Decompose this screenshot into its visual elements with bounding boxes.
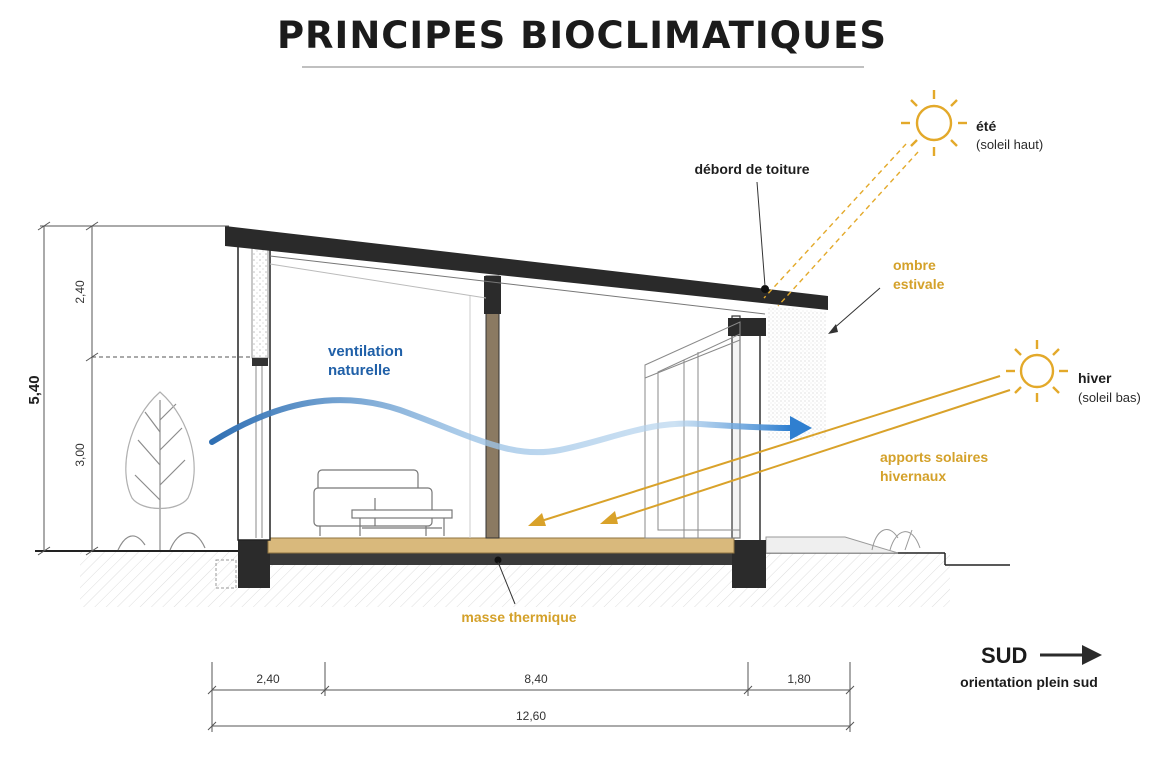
floor-slab [267,537,735,554]
ventilation-label-line2: naturelle [328,362,391,379]
summer-sun-rays [763,143,919,307]
roof-overhang-label: débord de toiture [694,161,809,177]
ventilation-label-line1: ventilation [328,343,403,360]
ventilation-arrow [209,397,793,456]
roof-overhang-marker [761,285,769,293]
thermal-mass-marker [494,556,502,564]
winter-gains-label-line2: hivernaux [880,468,946,484]
dim-vertical-total: 5,40 [26,375,43,404]
dim-horizontal-middle: 8,40 [524,672,548,686]
summer-shade-leader [831,287,881,331]
winter-gains-label-line1: apports solaires [880,449,988,465]
winter-sun-note: (soleil bas) [1078,390,1141,405]
ventilation-arrowhead-icon [790,416,812,440]
dim-vertical-lower: 3,00 [73,443,87,467]
dim-horizontal-left: 2,40 [256,672,280,686]
south-arrow-icon [1040,645,1102,665]
coffee-table-icon [351,509,453,536]
summer-shade-leader-arrow-icon [828,324,838,334]
dim-horizontal-right: 1,80 [787,672,811,686]
summer-shade-label-line1: ombre [893,257,936,273]
summer-sun-icon [901,90,967,156]
summer-shade-zone [768,306,826,440]
summer-sun-note: (soleil haut) [976,137,1043,152]
orientation-caption: orientation plein sud [960,674,1098,690]
winter-ray-arrowhead-icon [528,513,546,526]
roof-overhang-leader [756,181,766,287]
horizontal-dimensions [207,662,855,732]
thermal-mass-label: masse thermique [461,609,576,625]
tree-icon [117,391,206,551]
winter-sun-icon [1006,340,1068,402]
bush-icon [871,529,921,551]
winter-sun-rays [537,375,1011,523]
dim-vertical-upper: 2,40 [73,280,87,304]
diagram-title: PRINCIPES BIOCLIMATIQUES [277,14,887,57]
summer-shade-label-line2: estivale [893,276,945,292]
thermal-mass-leader [497,561,516,605]
winter-ray-arrowhead-icon [600,511,618,524]
winter-sun-name: hiver [1078,370,1112,386]
glazed-doors [644,321,741,539]
vertical-dimensions [37,221,252,556]
sofa-icon [313,469,433,536]
orientation-direction: SUD [981,643,1027,668]
roof [225,226,828,315]
dim-horizontal-total: 12,60 [516,709,546,723]
summer-sun-name: été [976,118,996,134]
